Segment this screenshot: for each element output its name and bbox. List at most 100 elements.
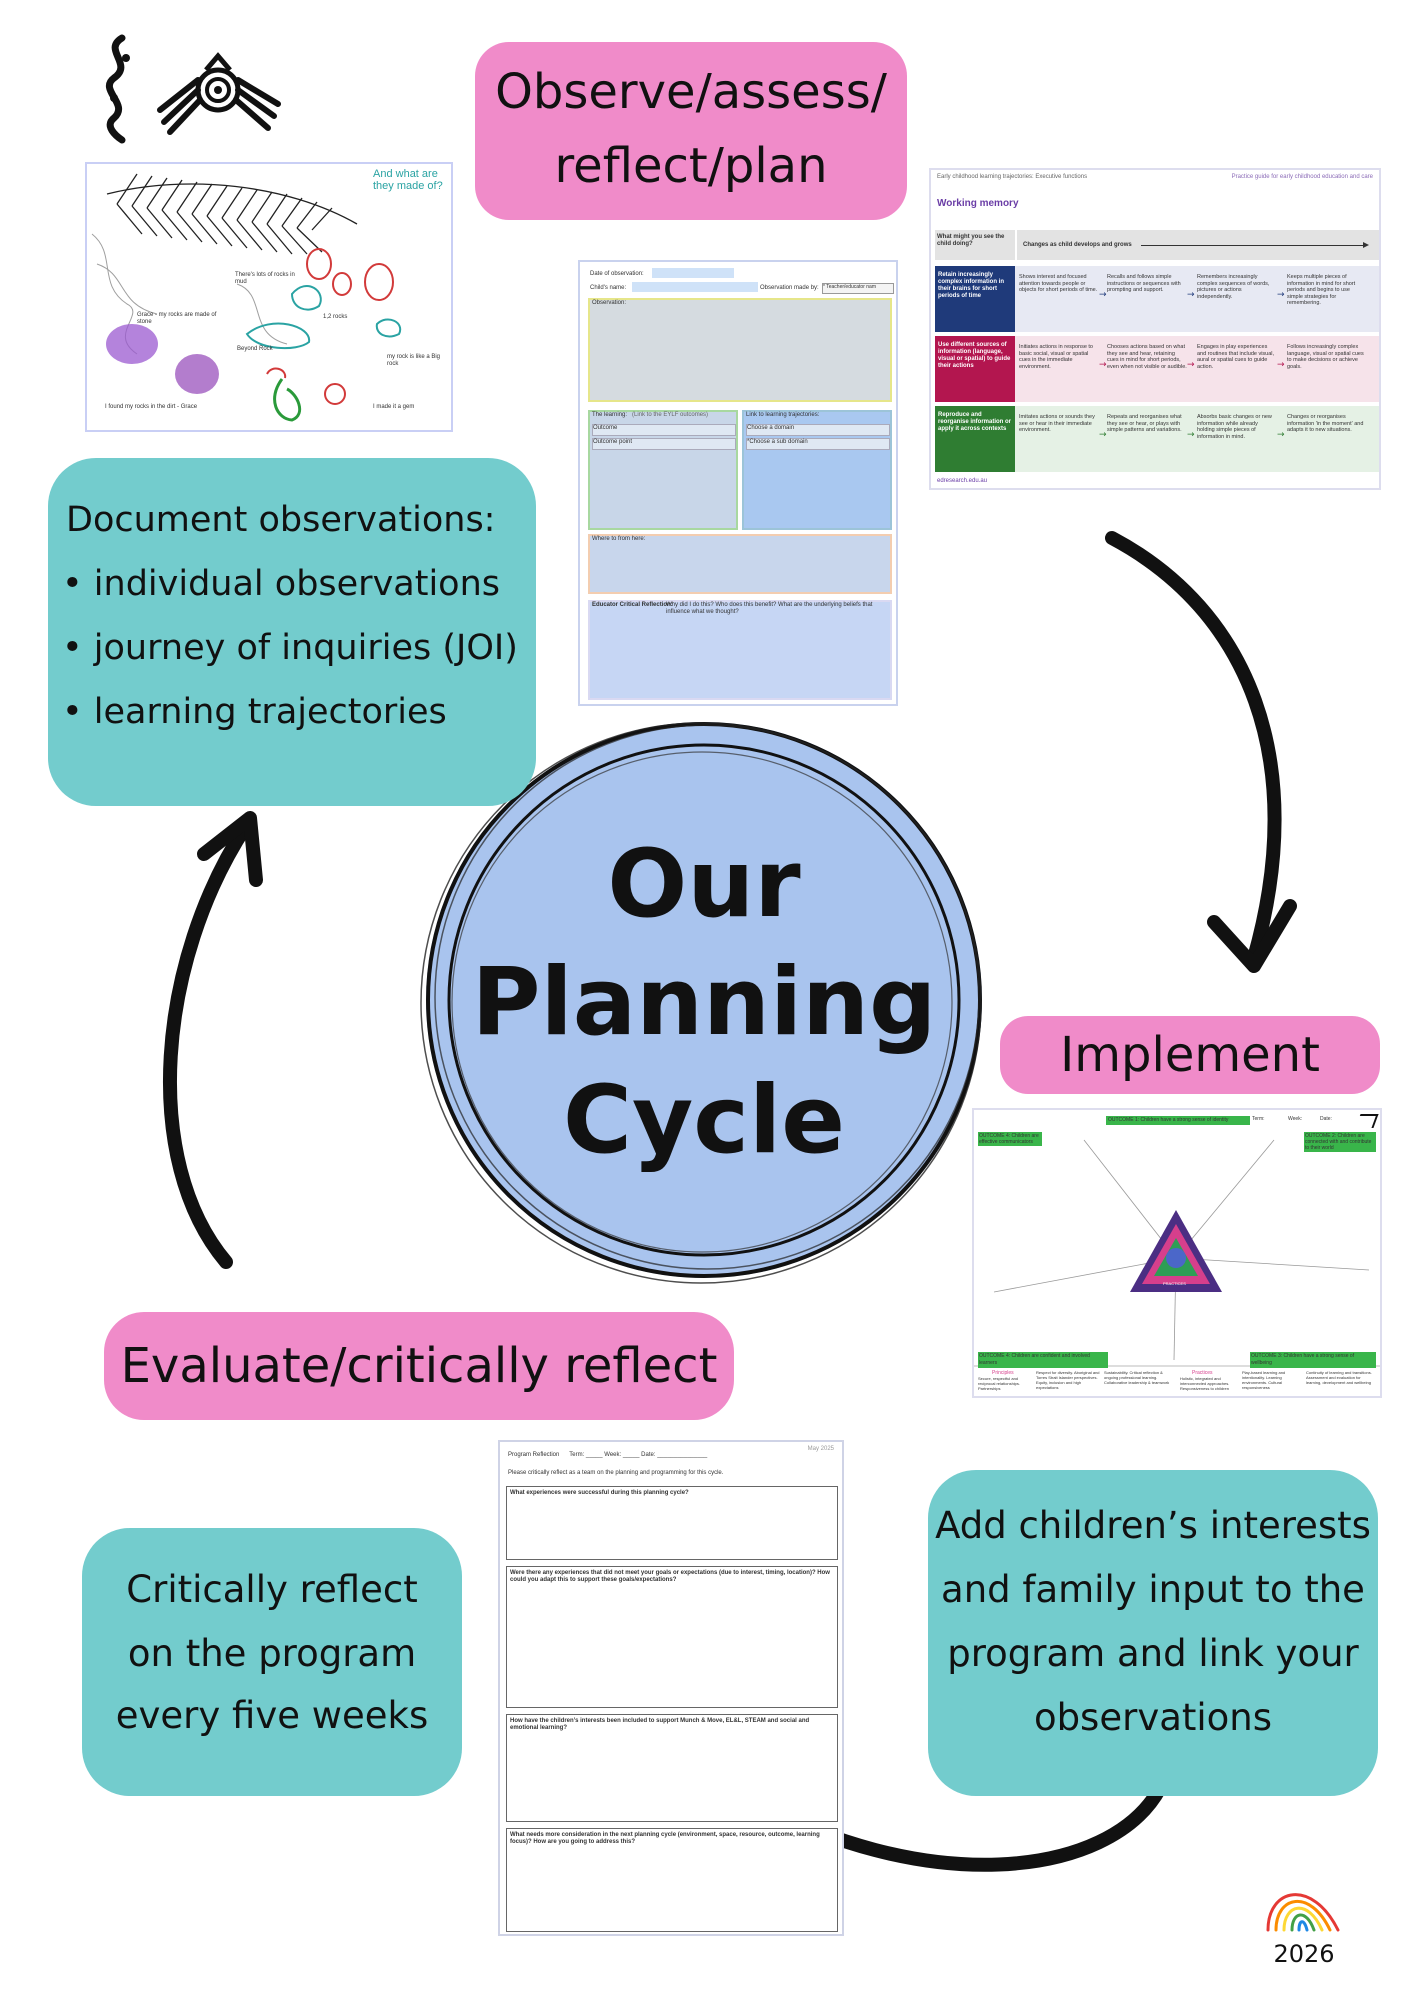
obs-trajectories-label: Link to learning trajectories:	[746, 412, 820, 418]
reflection-q2-box[interactable]	[506, 1566, 838, 1708]
stage-observe-line1: Observe/assess/	[495, 64, 887, 120]
child-drawing-sample: And what are they made of? There's lots …	[85, 162, 453, 432]
obs-date-label: Date of observation:	[590, 271, 644, 277]
traj-cell: Shows interest and focused attention tow…	[1019, 274, 1098, 293]
traj-arrow-icon: →	[1187, 360, 1195, 370]
stage-evaluate-label: Evaluate/critically reflect	[104, 1312, 734, 1420]
reflection-q1-box[interactable]	[506, 1486, 838, 1560]
obs-subdomain-select[interactable]: *Choose a sub domain	[746, 438, 890, 450]
interests-line4: observations	[1033, 1696, 1273, 1739]
obs-domain-select[interactable]: Choose a domain	[746, 424, 890, 436]
critically-line3: every five weeks	[115, 1694, 429, 1737]
traj-cell: Recalls and follows simple instructions …	[1107, 274, 1181, 293]
implement-principle-col-2: Respect for diversity. Aboriginal and To…	[1036, 1370, 1100, 1390]
document-item-2-label: journey of inquiries (JOI)	[93, 628, 518, 668]
center-title-line1: Our	[607, 830, 801, 939]
traj-cell: Absorbs basic changes or new information…	[1197, 414, 1272, 440]
document-observations-title: Document observations:	[66, 500, 496, 540]
drawing-note-5: Beyond Rock	[237, 346, 273, 352]
obs-outcome-select[interactable]: Outcome	[592, 424, 736, 436]
traj-header-left: Early childhood learning trajectories: E…	[937, 174, 1088, 180]
traj-arrow-icon: →	[1277, 430, 1285, 440]
traj-cell: Changes or reorganises information 'in t…	[1287, 414, 1364, 433]
drawing-note-8: I made it a gem	[373, 404, 415, 410]
reflection-q3: How have the children’s interests been i…	[510, 1718, 810, 1731]
reflection-q4: What needs more consideration in the nex…	[510, 1832, 820, 1845]
traj-arrow-icon: →	[1187, 430, 1195, 440]
center-title: Our Planning Cycle	[412, 826, 996, 1180]
drawing-note-6: I found my rocks in the dirt - Grace	[105, 404, 198, 410]
center-title-line2: Planning	[471, 948, 937, 1057]
drawing-note-2: There's lots of rocks in mud	[235, 272, 295, 285]
obs-outcome-point-select[interactable]: Outcome point	[592, 438, 736, 450]
traj-cell: Remembers increasingly complex sequences…	[1197, 274, 1270, 300]
reflection-intro: Please critically reflect as a team on t…	[508, 1470, 724, 1476]
implement-right-outcome: OUTCOME 2: Children are connected with a…	[1304, 1132, 1376, 1152]
document-item-1-label: individual observations	[93, 564, 501, 604]
year-label: 2026	[1273, 1940, 1335, 1968]
obs-reflection-label: Educator Critical Reflection:	[592, 602, 673, 608]
implement-principle-col-1: Secure, respectful and reciprocal relati…	[978, 1376, 1021, 1391]
traj-arrow-icon: →	[1099, 430, 1107, 440]
implement-top-outcome: OUTCOME 1: Children have a strong sense …	[1106, 1116, 1250, 1125]
implement-bottom-right-outcome: OUTCOME 3: Children have a strong sense …	[1250, 1352, 1376, 1368]
planning-cycle-circle	[420, 722, 982, 1284]
implement-practice-col-1: Holistic, integrated and interconnected …	[1180, 1376, 1230, 1391]
drawing-note-3: 1,2 rocks	[323, 314, 348, 320]
critically-line2: on the program	[127, 1632, 417, 1675]
implement-week: Week:	[1288, 1116, 1303, 1122]
planning-lines	[974, 1139, 1380, 1367]
obs-reflection-text: Why did I do this? Who does this benefit…	[666, 602, 873, 615]
stage-evaluate-text: Evaluate/critically reflect	[120, 1338, 718, 1394]
obs-where-label: Where to from here:	[592, 536, 646, 542]
traj-arrow-icon	[1141, 245, 1367, 246]
traj-changes: Changes as child develops and grows	[1023, 242, 1132, 248]
drawing-note-1: And what are they made of?	[373, 168, 443, 192]
traj-cell: Engages in play experiences and routines…	[1197, 344, 1275, 370]
traj-cell: Initiates actions in response to basic s…	[1019, 344, 1093, 370]
traj-arrow-icon: →	[1277, 290, 1285, 300]
obs-made-by-label: Observation made by:	[760, 285, 819, 291]
implement-term: Term:	[1252, 1116, 1265, 1122]
interests-line1: Add children’s interests	[935, 1504, 1371, 1547]
traj-arrow-icon: →	[1187, 290, 1195, 300]
indigenous-symbol-logo	[105, 34, 281, 144]
stage-implement-label: Implement	[1000, 1016, 1380, 1094]
drawing-illustration	[91, 173, 402, 422]
traj-header-right: Practice guide for early childhood educa…	[1231, 174, 1373, 180]
drawing-note-4: Grace - my rocks are made of stone	[137, 312, 217, 325]
drawing-note-7: my rock is like a Big rock	[387, 354, 441, 367]
children-interests-box: Add children’s interests and family inpu…	[928, 1470, 1378, 1796]
implement-practices-label: Practices	[1192, 1370, 1213, 1376]
center-title-line3: Cycle	[563, 1066, 845, 1175]
traj-arrow-icon: →	[1277, 360, 1285, 370]
implement-principles-label: Principles	[992, 1370, 1014, 1376]
reflection-header: Program Reflection Term: _____ Week: ___…	[508, 1452, 708, 1458]
implement-principle-col-3: Sustainability. Critical reflection & on…	[1104, 1370, 1170, 1385]
document-item-2: • journey of inquiries (JOI)	[62, 628, 518, 668]
traj-cell: Keeps multiple pieces of information in …	[1287, 274, 1356, 306]
critically-line1: Critically reflect	[126, 1568, 418, 1611]
traj-cell: Imitates actions or sounds they see or h…	[1019, 414, 1095, 433]
obs-made-by-dropdown[interactable]: * Teacher/educator nam	[822, 283, 894, 294]
implement-date: Date:	[1320, 1116, 1332, 1122]
traj-question: What might you see the child doing?	[935, 230, 1015, 260]
reflection-corner: May 2025	[807, 1446, 834, 1452]
bullet-icon: •	[62, 628, 83, 668]
observation-form: Date of observation: Child's name: Obser…	[578, 260, 898, 706]
reflection-q3-box[interactable]	[506, 1714, 838, 1822]
obs-observation-label: Observation:	[592, 300, 627, 306]
implement-planning-doc: OUTCOME 1: Children have a strong sense …	[972, 1108, 1382, 1398]
implement-left-outcome: OUTCOME 4: Children are effective commun…	[978, 1132, 1042, 1146]
traj-arrow-icon: →	[1099, 360, 1107, 370]
critically-reflect-box: Critically reflect on the program every …	[82, 1528, 462, 1796]
arrow-to-implement-icon	[1105, 531, 1282, 965]
reflection-q4-box[interactable]	[506, 1828, 838, 1932]
document-item-3-label: learning trajectories	[93, 692, 447, 732]
stage-observe-line2: reflect/plan	[554, 138, 828, 194]
implement-practice-col-3: Continuity of learning and transitions. …	[1306, 1370, 1372, 1385]
traj-title: Working memory	[937, 198, 1019, 209]
bullet-icon: •	[62, 692, 83, 732]
rainbow-icon	[1266, 1893, 1340, 1932]
